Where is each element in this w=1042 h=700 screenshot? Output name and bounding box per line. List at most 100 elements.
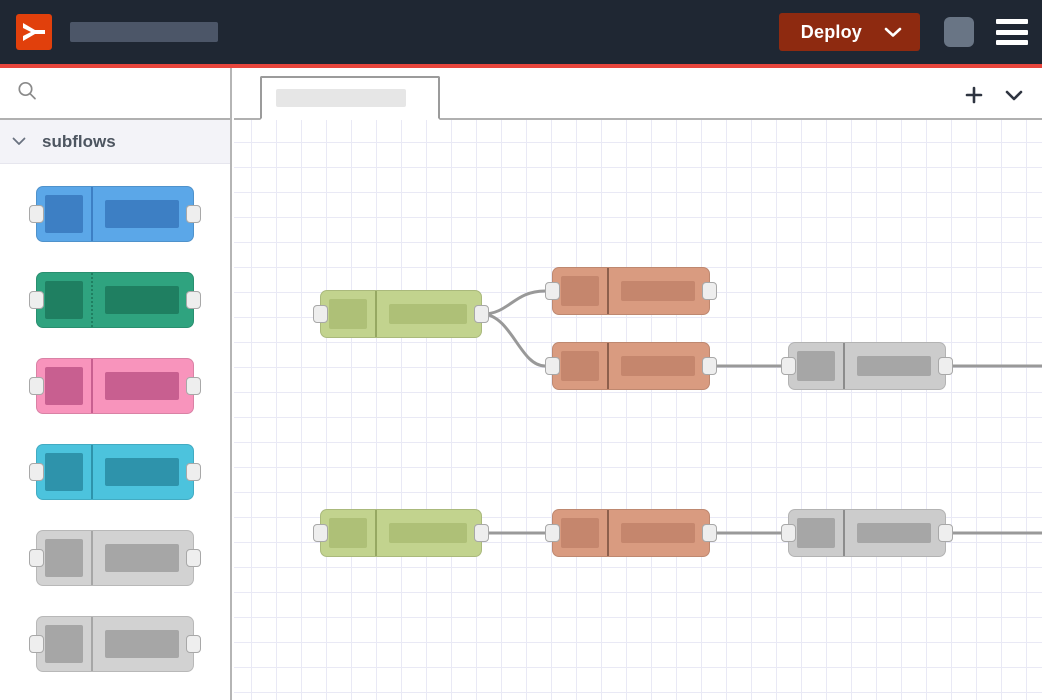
node-red-logo-icon[interactable]	[16, 14, 52, 50]
palette-node-green[interactable]	[36, 272, 194, 328]
header-actions: Deploy	[779, 13, 1042, 51]
workspace	[234, 68, 1042, 700]
flow-tab-1[interactable]	[260, 76, 440, 120]
node-label-placeholder	[389, 304, 467, 324]
flow-canvas[interactable]	[234, 120, 1042, 700]
node-label-placeholder	[105, 458, 179, 486]
node-divider	[843, 510, 845, 556]
node-output-port[interactable]	[186, 463, 201, 481]
node-output-port[interactable]	[186, 205, 201, 223]
chevron-down-icon[interactable]	[884, 26, 902, 38]
palette-node-grey-2[interactable]	[36, 616, 194, 672]
node-input-port[interactable]	[545, 282, 560, 300]
node-input-port[interactable]	[29, 549, 44, 567]
node-divider	[91, 359, 93, 413]
tab-bar-actions	[964, 85, 1024, 110]
palette-node-grey-1[interactable]	[36, 530, 194, 586]
hamburger-menu-icon[interactable]	[996, 19, 1028, 45]
node-type-icon	[797, 351, 835, 381]
node-output-port[interactable]	[186, 549, 201, 567]
node-input-port[interactable]	[781, 524, 796, 542]
node-input-port[interactable]	[313, 305, 328, 323]
node-label-placeholder	[105, 630, 179, 658]
node-label-placeholder	[621, 281, 695, 301]
flow-node-grey-2[interactable]	[788, 509, 946, 557]
node-divider	[375, 510, 377, 556]
flow-node-salmon-2[interactable]	[552, 342, 710, 390]
sidebar-section-subflows[interactable]: subflows	[0, 120, 230, 164]
deploy-button[interactable]: Deploy	[779, 13, 920, 51]
palette-search-input[interactable]	[48, 85, 230, 101]
node-output-port[interactable]	[186, 377, 201, 395]
node-type-icon	[561, 518, 599, 548]
node-output-port[interactable]	[186, 291, 201, 309]
node-output-port[interactable]	[702, 524, 717, 542]
flow-node-salmon-1[interactable]	[552, 267, 710, 315]
flow-node-green-1[interactable]	[320, 290, 482, 338]
flow-node-green-2[interactable]	[320, 509, 482, 557]
plus-icon[interactable]	[964, 85, 984, 110]
node-type-icon	[45, 453, 83, 491]
node-input-port[interactable]	[29, 463, 44, 481]
node-input-port[interactable]	[29, 291, 44, 309]
node-label-placeholder	[857, 523, 931, 543]
flow-tab-bar	[234, 68, 1042, 120]
node-label-placeholder	[389, 523, 467, 543]
palette-node-list	[0, 164, 230, 672]
node-label-placeholder	[105, 372, 179, 400]
node-label-placeholder	[105, 200, 179, 228]
node-input-port[interactable]	[313, 524, 328, 542]
flow-node-grey-1[interactable]	[788, 342, 946, 390]
node-output-port[interactable]	[474, 524, 489, 542]
palette-search-row[interactable]	[0, 68, 230, 120]
node-input-port[interactable]	[29, 377, 44, 395]
node-label-placeholder	[105, 286, 179, 314]
flow-node-salmon-3[interactable]	[552, 509, 710, 557]
palette-node-cyan[interactable]	[36, 444, 194, 500]
node-divider	[375, 291, 377, 337]
node-type-icon	[329, 299, 367, 329]
node-type-icon	[45, 195, 83, 233]
node-input-port[interactable]	[545, 357, 560, 375]
node-type-icon	[561, 351, 599, 381]
node-type-icon	[797, 518, 835, 548]
node-output-port[interactable]	[938, 357, 953, 375]
node-input-port[interactable]	[781, 357, 796, 375]
deploy-button-label: Deploy	[801, 22, 862, 43]
node-label-placeholder	[857, 356, 931, 376]
node-label-placeholder	[105, 544, 179, 572]
node-type-icon	[561, 276, 599, 306]
node-input-port[interactable]	[29, 635, 44, 653]
node-output-port[interactable]	[938, 524, 953, 542]
node-divider	[91, 187, 93, 241]
node-input-port[interactable]	[29, 205, 44, 223]
chevron-down-icon[interactable]	[12, 133, 26, 151]
node-output-port[interactable]	[474, 305, 489, 323]
wire-green1-to-salmon2[interactable]	[483, 314, 545, 366]
node-divider	[607, 510, 609, 556]
node-divider	[91, 445, 93, 499]
node-label-placeholder	[621, 356, 695, 376]
user-avatar-square-icon[interactable]	[944, 17, 974, 47]
node-type-icon	[45, 539, 83, 577]
node-output-port[interactable]	[186, 635, 201, 653]
node-type-icon	[329, 518, 367, 548]
node-divider	[607, 268, 609, 314]
app-header: Deploy	[0, 0, 1042, 64]
node-label-placeholder	[621, 523, 695, 543]
node-divider	[91, 273, 93, 327]
node-output-port[interactable]	[702, 282, 717, 300]
chevron-down-icon[interactable]	[1004, 88, 1024, 107]
node-input-port[interactable]	[545, 524, 560, 542]
node-output-port[interactable]	[702, 357, 717, 375]
node-type-icon	[45, 367, 83, 405]
palette-node-pink[interactable]	[36, 358, 194, 414]
node-divider	[607, 343, 609, 389]
node-type-icon	[45, 281, 83, 319]
palette-node-blue[interactable]	[36, 186, 194, 242]
wire-green1-to-salmon1[interactable]	[483, 291, 545, 314]
flow-title-field[interactable]	[70, 22, 218, 42]
search-icon[interactable]	[16, 80, 38, 107]
node-divider	[91, 531, 93, 585]
